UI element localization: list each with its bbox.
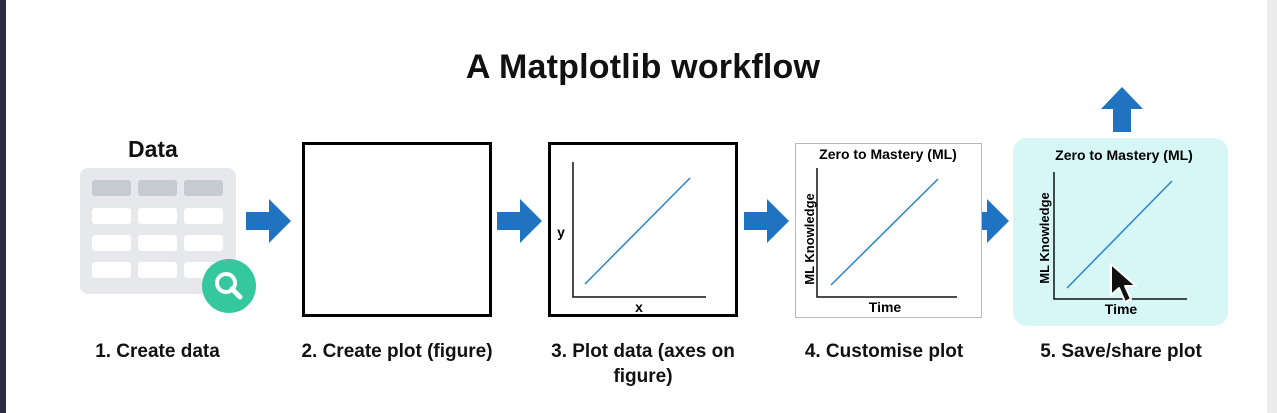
y-axis-label: ML Knowledge: [802, 193, 817, 284]
plot-line: [1066, 180, 1173, 289]
x-axis-label: Time: [869, 299, 902, 315]
mouse-pointer-icon: [1110, 263, 1137, 303]
y-axis-label: ML Knowledge: [1037, 192, 1052, 283]
step-4-label: 4. Customise plot: [804, 341, 964, 362]
axes-plot: y x: [557, 162, 706, 315]
step-2-label: 2. Create plot (figure): [301, 341, 493, 362]
plot-line: [830, 178, 939, 286]
window-edge-right: [1267, 0, 1277, 413]
empty-figure: [302, 142, 492, 317]
save-panel: [1013, 138, 1228, 326]
step-1-label: 1. Create data: [95, 341, 220, 362]
magnifier-icon: [202, 259, 256, 313]
data-label: Data: [128, 136, 178, 162]
page-title: A Matplotlib workflow: [465, 48, 821, 86]
saved-plot: Zero to Mastery (ML) ML Knowledge Time: [1037, 147, 1193, 317]
step-3-label: 3. Plot data (axes on figure): [551, 341, 735, 387]
right-arrow-icon: [964, 199, 1009, 243]
customised-figure: [795, 143, 982, 318]
window-edge-left: [0, 0, 6, 413]
spreadsheet-table-icon: [80, 168, 236, 294]
plot-title: Zero to Mastery (ML): [819, 146, 957, 162]
right-arrow-icon: [497, 199, 542, 243]
right-arrow-icon: [744, 199, 789, 243]
y-axis-label: y: [557, 224, 565, 240]
x-axis-label: Time: [1105, 301, 1138, 317]
axes-figure: [548, 142, 738, 317]
customised-plot: Zero to Mastery (ML) ML Knowledge Time: [802, 146, 957, 315]
plot-line: [584, 177, 691, 285]
plot-title: Zero to Mastery (ML): [1055, 147, 1193, 163]
right-arrow-icon: [246, 199, 291, 243]
up-arrow-icon: [1101, 87, 1143, 132]
step-5-label: 5. Save/share plot: [1040, 341, 1202, 362]
x-axis-label: x: [635, 299, 643, 315]
